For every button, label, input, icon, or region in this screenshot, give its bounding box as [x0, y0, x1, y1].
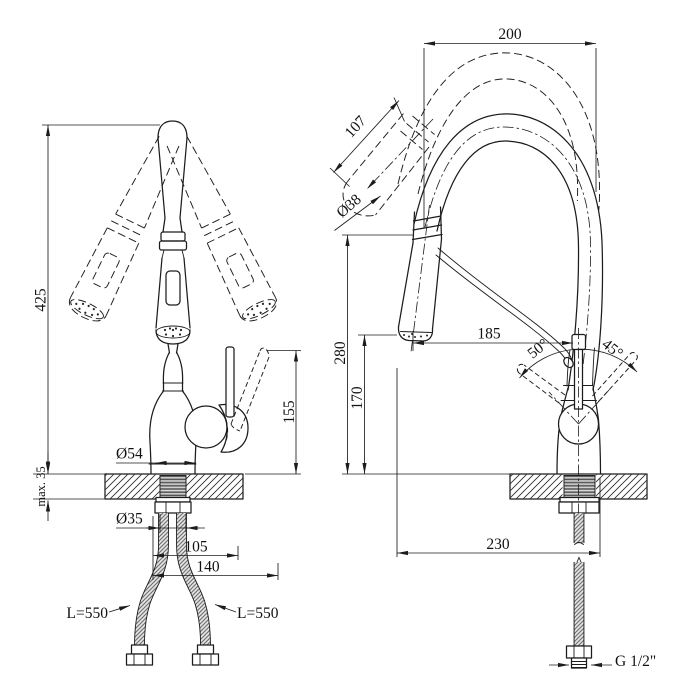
washer-side: [559, 496, 600, 503]
dim-label-max35: max. 35: [34, 466, 48, 506]
dim-outlet-height: 170: [349, 334, 397, 474]
spray-head-swivel-left: [64, 131, 188, 327]
washer-front: [155, 496, 191, 503]
dim-label-g12: G 1/2": [615, 653, 656, 670]
valve-joint-front: [184, 405, 228, 449]
dim-base-diameter: Ø54: [116, 446, 196, 466]
dim-thread-size: G 1/2": [549, 653, 656, 670]
dim-label-105: 105: [184, 539, 208, 556]
hose-fitting-left: [125, 644, 154, 666]
hose-fitting-right: [191, 644, 220, 666]
hose-length-label-right: L=550: [214, 604, 279, 622]
dim-head-length: 107: [329, 97, 405, 187]
pullout-hose: [435, 247, 574, 369]
dim-label-280: 280: [332, 341, 349, 365]
dim-spout-height: 280: [332, 234, 413, 474]
dim-label-d35: Ø35: [116, 511, 143, 528]
dim-spout-reach: 200: [423, 26, 597, 228]
threaded-shank-side: [563, 475, 596, 498]
gooseneck-raised-position: [397, 52, 601, 211]
dim-label-45deg: 45°: [598, 336, 626, 363]
dim-label-200: 200: [498, 26, 522, 43]
dim-base-reach: 230: [396, 368, 601, 557]
lever-front: [225, 346, 235, 418]
side-view: 200 107 Ø38 280 170 185 50°: [329, 26, 656, 670]
supply-hose-side: [565, 328, 593, 669]
mounting-nut-side: [558, 501, 600, 514]
dim-label-140: 140: [196, 559, 220, 576]
hose-length-text-left: L=550: [67, 605, 109, 622]
dim-label-50deg: 50°: [524, 336, 552, 363]
handle-front: [184, 346, 270, 453]
dim-total-height: 425: [33, 124, 160, 474]
countertop-side: [509, 473, 648, 514]
dim-outlet-reach: 185: [412, 326, 573, 351]
dim-mount-width: 140: [153, 559, 279, 580]
mounting-nut-front: [154, 501, 192, 514]
dim-label-185: 185: [477, 326, 501, 343]
dim-label-170: 170: [349, 386, 366, 410]
lever-tilt-back: [516, 363, 566, 404]
dim-handle-height: 155: [245, 350, 301, 475]
dim-hose-spacing: 105: [152, 516, 239, 580]
dim-label-230: 230: [486, 536, 510, 553]
hose-length-text-right: L=550: [237, 605, 279, 622]
gooseneck-spout: [413, 113, 604, 401]
countertop-front: [104, 473, 244, 514]
hose-length-label-left: L=550: [67, 605, 131, 622]
spray-head-swivel-right: [158, 131, 282, 327]
spray-head-side: [397, 204, 443, 353]
dim-label-d38: Ø38: [333, 191, 364, 222]
thread-fitting: [565, 645, 593, 669]
dim-label-d54: Ø54: [116, 446, 143, 463]
supply-hoses: [125, 513, 220, 666]
dim-counter-thickness: max. 35: [33, 452, 105, 521]
threaded-shank-front: [159, 475, 187, 498]
dim-label-425: 425: [33, 288, 50, 312]
front-view: 425 max. 35 155 Ø54 Ø35: [33, 120, 301, 666]
dim-head-diameter: Ø38: [333, 191, 381, 231]
dim-label-155: 155: [281, 400, 298, 424]
spray-head-front: [155, 120, 191, 354]
faucet-body-side: [548, 347, 610, 475]
